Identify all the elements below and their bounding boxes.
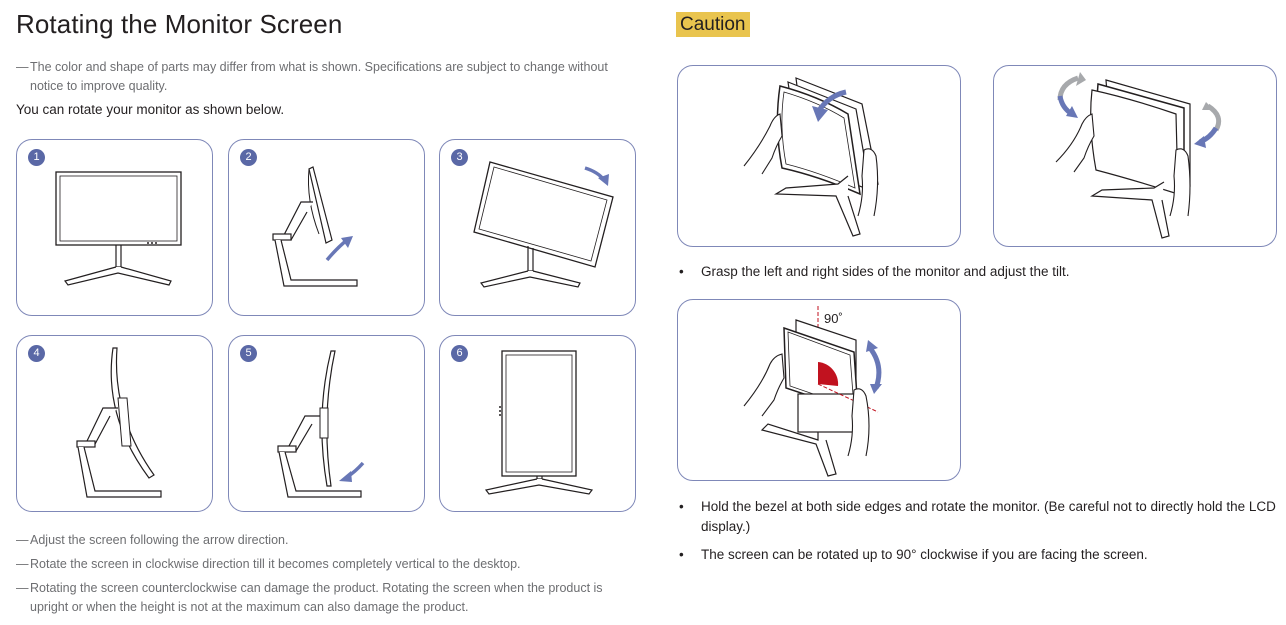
monitor-front-illustration	[55, 171, 182, 286]
step-panel-6: 6	[439, 335, 636, 512]
bottom-note-2: ― Rotate the screen in clockwise directi…	[16, 555, 626, 574]
caution-panel-swivel	[993, 65, 1277, 247]
caution-bullet-text: Grasp the left and right sides of the mo…	[701, 264, 1070, 279]
caution-panel-rotate: 90˚	[677, 299, 961, 481]
bullet-marker: •	[679, 264, 684, 279]
caution-bullet-text: The screen can be rotated up to 90° cloc…	[701, 547, 1148, 562]
step-badge-2: 2	[240, 149, 257, 166]
hands-rotate-illustration: 90˚	[743, 306, 882, 477]
angle-label: 90˚	[824, 311, 843, 326]
step-panel-3: 3	[439, 139, 636, 316]
caution-bullet-2: • Hold the bezel at both side edges and …	[679, 497, 1279, 537]
note-marker: ―	[16, 533, 29, 547]
note-marker: ―	[16, 581, 29, 595]
note-marker: ―	[16, 60, 29, 74]
step-panel-2: 2	[228, 139, 425, 316]
step-badge-1: 1	[28, 149, 45, 166]
hands-swivel-illustration	[1055, 72, 1222, 239]
top-note-text: The color and shape of parts may differ …	[30, 60, 608, 93]
bullet-marker: •	[679, 547, 684, 562]
note-marker: ―	[16, 557, 29, 571]
step-badge-3: 3	[451, 149, 468, 166]
intro-text: You can rotate your monitor as shown bel…	[16, 102, 285, 117]
caution-panel-tilt	[677, 65, 961, 247]
page-title: Rotating the Monitor Screen	[16, 9, 343, 39]
caution-bullet-3: • The screen can be rotated up to 90° cl…	[679, 545, 1148, 565]
caution-heading: Caution	[676, 12, 750, 37]
caution-bullet-text: Hold the bezel at both side edges and ro…	[701, 499, 1276, 534]
top-note: ― The color and shape of parts may diffe…	[16, 58, 626, 96]
step-panel-1: 1	[16, 139, 213, 316]
bottom-note-3: ― Rotating the screen counterclockwise c…	[16, 579, 626, 617]
monitor-side-illustration	[272, 166, 358, 287]
hands-tilt-illustration	[743, 77, 879, 237]
step-badge-6: 6	[451, 345, 468, 362]
monitor-side-curved-illustration	[76, 347, 162, 498]
bottom-note-text: Rotate the screen in clockwise direction…	[30, 557, 521, 571]
monitor-side-rotating-illustration	[277, 350, 365, 498]
bottom-note-text: Adjust the screen following the arrow di…	[30, 533, 289, 547]
bullet-marker: •	[679, 499, 684, 514]
bottom-note-1: ― Adjust the screen following the arrow …	[16, 531, 626, 550]
bottom-note-text: Rotating the screen counterclockwise can…	[30, 581, 603, 614]
step-panel-5: 5	[228, 335, 425, 512]
step-panel-4: 4	[16, 335, 213, 512]
step-badge-5: 5	[240, 345, 257, 362]
step-badge-4: 4	[28, 345, 45, 362]
caution-bullet-1: • Grasp the left and right sides of the …	[679, 262, 1069, 282]
monitor-rotating-illustration	[473, 161, 614, 288]
monitor-portrait-illustration	[484, 350, 594, 495]
